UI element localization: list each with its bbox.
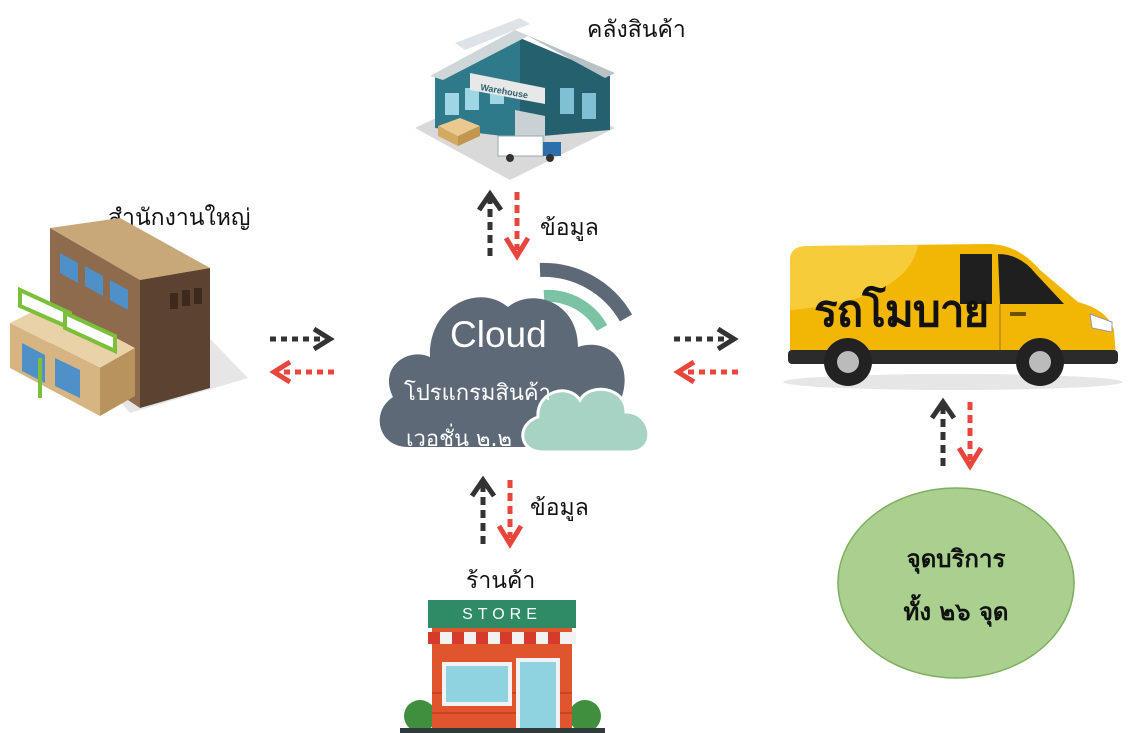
- store-icon: [400, 600, 605, 733]
- store-sign: STORE: [462, 606, 542, 623]
- service-point-circle: [837, 487, 1075, 679]
- cloud-diagram: [368, 252, 658, 462]
- service-point-title: จุดบริการ: [906, 545, 1006, 573]
- head-office-illustration: [10, 218, 250, 418]
- cloud-version: เวอชั่น ๒.๒: [406, 427, 513, 452]
- warehouse-illustration: Warehouse: [410, 18, 620, 183]
- mobile-van-illustration: [778, 240, 1128, 390]
- data-label-top: ข้อมูล: [540, 215, 599, 241]
- data-label-bottom: ข้อมูล: [530, 495, 589, 521]
- store-illustration: [400, 598, 605, 733]
- warehouse-cloud-arrows: [476, 189, 531, 261]
- warehouse-icon: Warehouse: [415, 18, 615, 180]
- cloud-store-arrows: [469, 475, 524, 549]
- service-point-count: ทั้ง ๒๖ จุด: [903, 598, 1009, 626]
- van-service-arrows: [929, 397, 984, 471]
- store-label: ร้านค้า: [466, 568, 536, 594]
- cloud-program-name: โปรแกรมสินค้า: [404, 381, 551, 406]
- cloud-title: Cloud: [450, 314, 547, 355]
- warehouse-label: คลังสินค้า: [587, 17, 686, 43]
- cloud-van-arrows: [673, 326, 739, 385]
- cloud-icon: [379, 262, 651, 454]
- van-icon: [783, 244, 1123, 390]
- van-brand-text: รถโมบาย: [814, 286, 989, 337]
- office-building-icon: [10, 218, 248, 416]
- office-cloud-arrows: [269, 326, 335, 385]
